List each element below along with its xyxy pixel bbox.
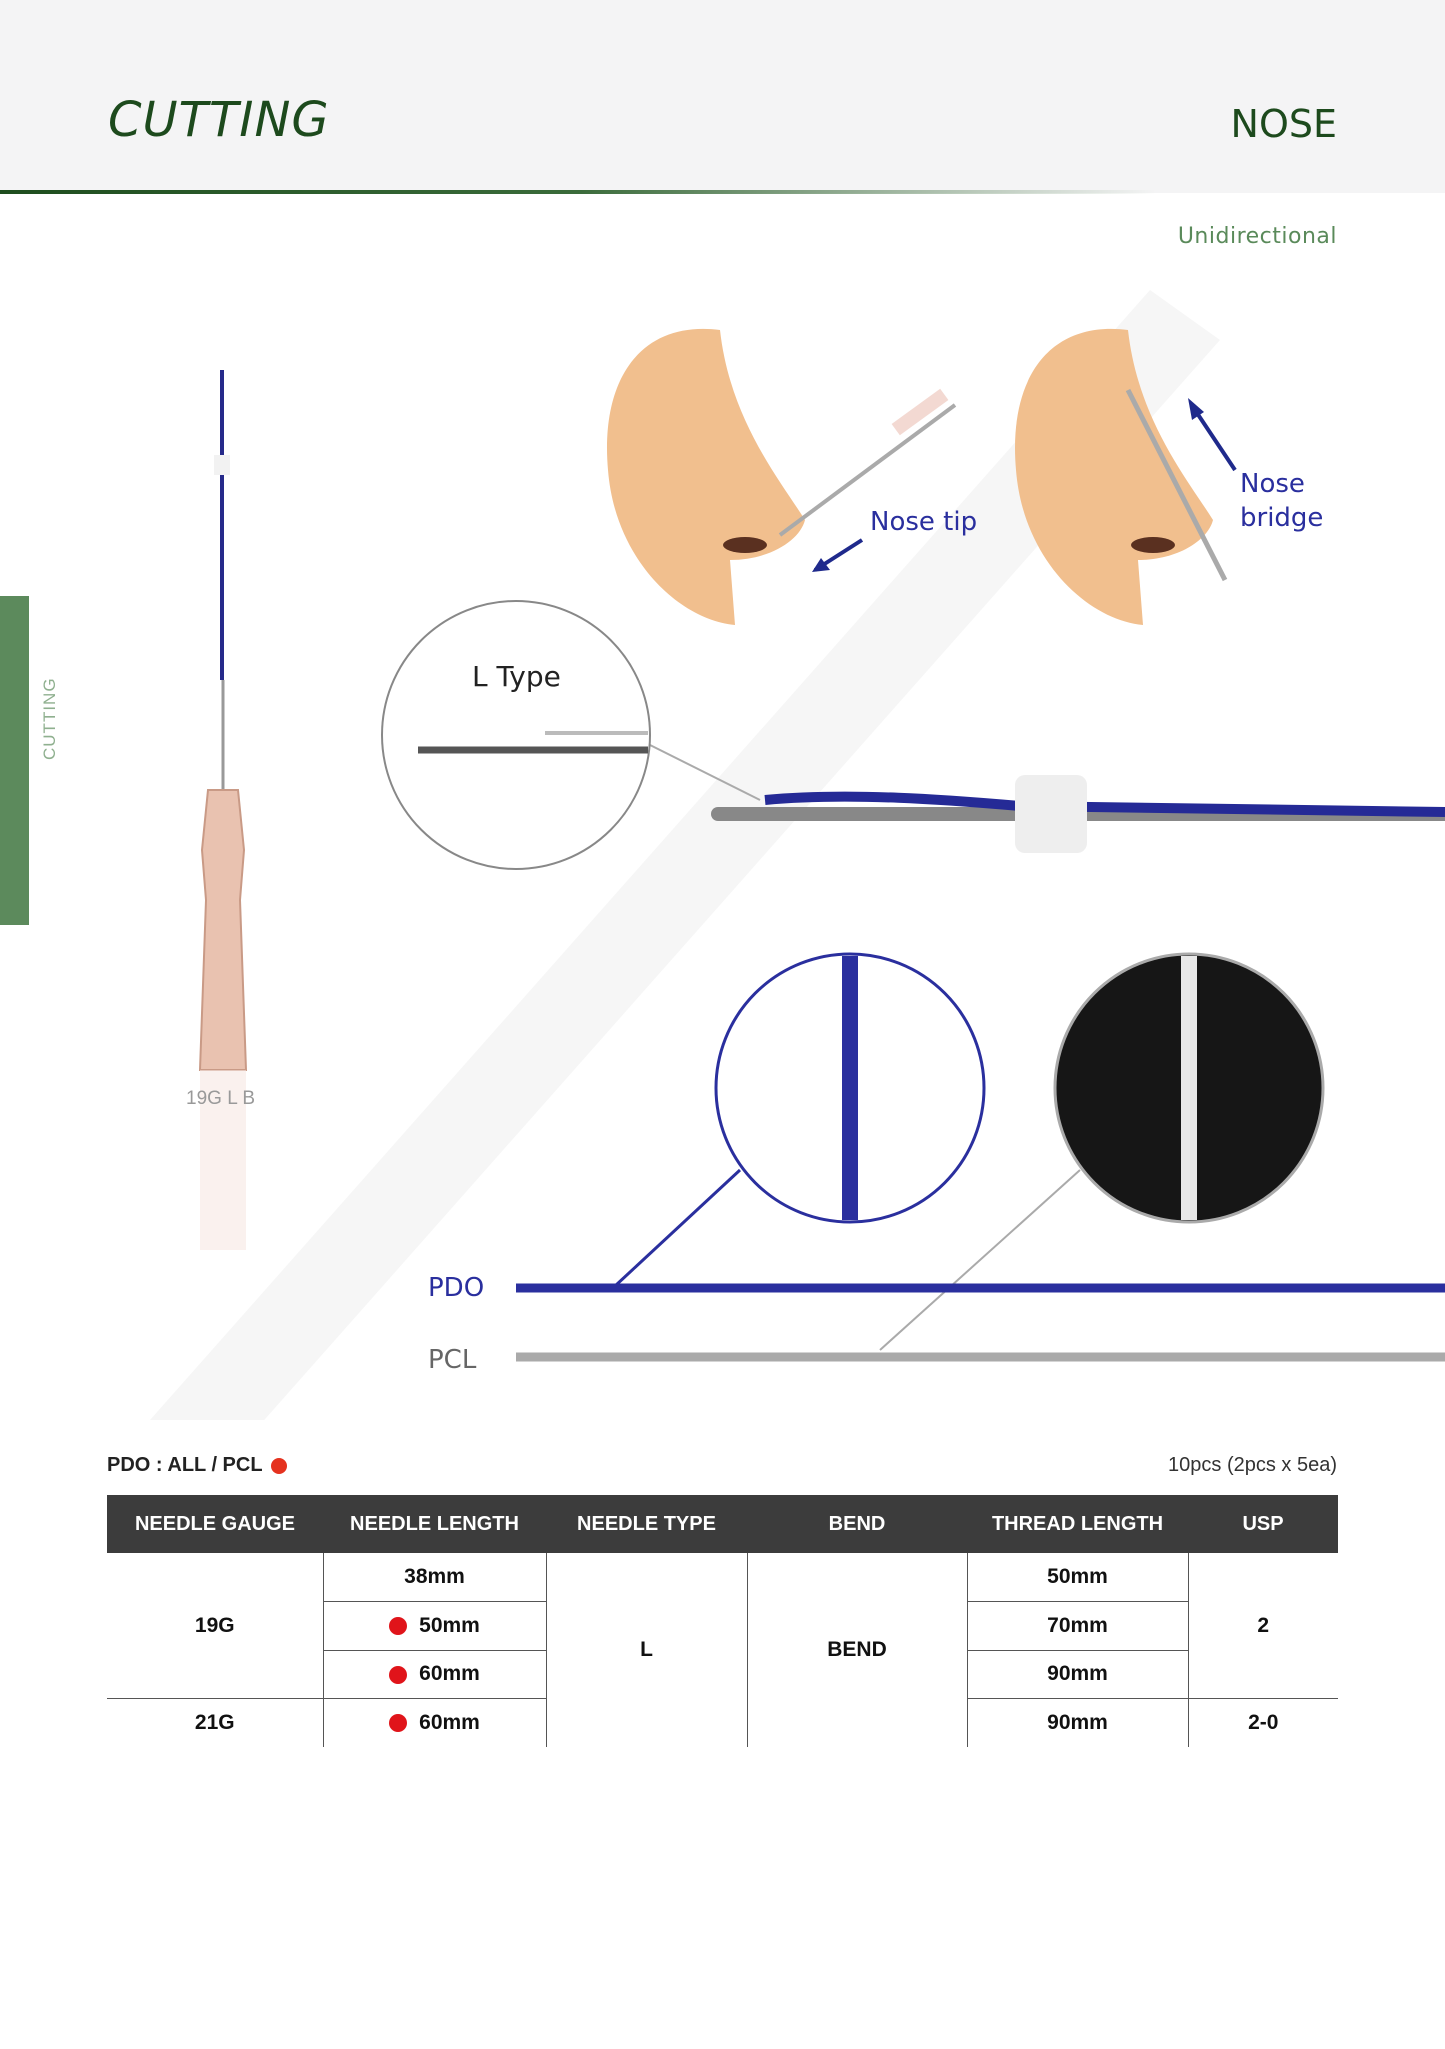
table-header-row: NEEDLE GAUGE NEEDLE LENGTH NEEDLE TYPE B… [107,1495,1338,1553]
l-type-label: L Type [472,660,561,693]
col-header: USP [1188,1495,1338,1553]
header-divider [0,190,1445,194]
length-cell: 60mm [322,1698,546,1747]
pcl-dot-icon [270,1457,287,1474]
l-type-detail: L Type [381,600,1445,870]
nose-tip-label: Nose tip [870,507,977,537]
direction-label: Unidirectional [1177,224,1337,249]
treatment-area: NOSE [1230,102,1337,146]
page-title: CUTTING [108,92,330,148]
table-row: 19G 38mm L BEND 50mm 2 [107,1553,1338,1747]
pcl-dot-icon [389,1714,408,1733]
watermark [150,290,1220,1420]
gauge-cell: 21G [107,1698,323,1747]
spec-table: NEEDLE GAUGE NEEDLE LENGTH NEEDLE TYPE B… [107,1495,1338,1747]
table-note-text: PDO : ALL / PCL [107,1454,263,1476]
thread-cell: 90mm [966,1698,1188,1747]
table-row: 60mm 90mm [107,1649,1338,1699]
needle-product-image [198,370,248,1250]
gauge-cell: 19G [194,1613,235,1637]
length-cell: 60mm [322,1649,546,1699]
pdo-label: PDO [428,1273,484,1303]
pcl-dot-icon [389,1665,408,1684]
table-row: 50mm 70mm [107,1601,1338,1650]
table-note: PDO : ALL / PCL [107,1454,287,1477]
table-row: 21G 60mm 90mm 2-0 [107,1698,1338,1747]
needle-label: 19G L B [186,1088,256,1109]
nose-bridge-label-1: Nose [1240,469,1305,499]
col-header: THREAD LENGTH [967,1495,1188,1553]
col-header: BEND [747,1495,967,1553]
usp-cell: 2 [1187,1553,1338,1699]
pcl-label: PCL [428,1345,477,1375]
col-header: NEEDLE LENGTH [323,1495,546,1553]
length-cell: 50mm [322,1601,546,1650]
pcl-barb-closeup [879,952,1325,1351]
pcl-dot-icon [389,1617,408,1636]
thread-cell: 90mm [966,1649,1188,1699]
col-header: NEEDLE TYPE [546,1495,747,1553]
col-header: NEEDLE GAUGE [107,1495,323,1553]
side-tab [0,596,29,925]
nose-bridge-illustration: Nose bridge [1014,328,1323,625]
nose-bridge-label-2: bridge [1240,503,1323,533]
pdo-barb-closeup [613,952,986,1288]
thread-cell: 70mm [966,1601,1188,1650]
bend-cell: BEND [746,1553,967,1747]
thread-cell: 50mm [966,1553,1188,1602]
usp-cell: 2-0 [1187,1698,1338,1747]
page-header [0,0,1445,193]
length-cell: 38mm [322,1553,546,1602]
type-cell: L [545,1553,747,1747]
nose-tip-illustration: Nose tip [606,328,977,625]
illustration: Nose tip Nose bridge L Type PDO PCL [150,290,1445,1420]
pack-quantity: 10pcs (2pcs x 5ea) [1168,1454,1337,1476]
